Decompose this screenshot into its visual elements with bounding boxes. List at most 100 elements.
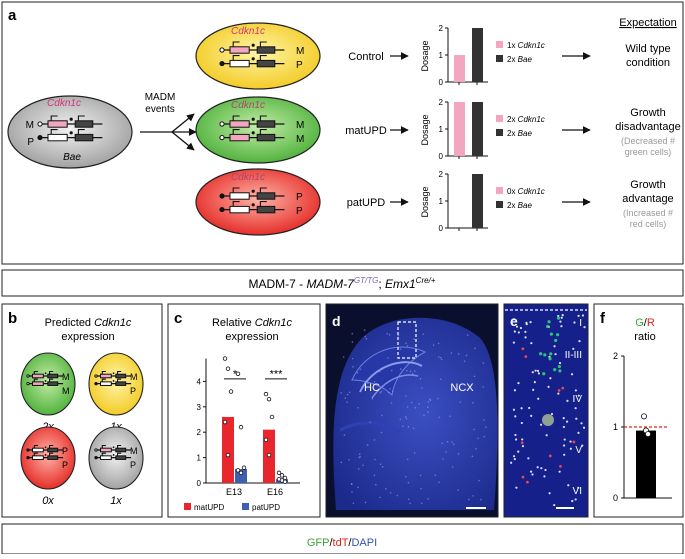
outcome-text: advantage <box>622 193 673 205</box>
legend-entry: 1x Cdkn1c <box>507 41 545 50</box>
predicted-dose: 0x <box>42 495 54 507</box>
panel-b-title-2: expression <box>61 331 114 343</box>
panel-e-label: e <box>510 313 518 329</box>
layer-label-II-III: II-III <box>565 350 582 361</box>
outcome-note: red cells) <box>630 219 667 229</box>
cortex-layers-image <box>505 309 587 509</box>
legend-swatch <box>496 129 503 136</box>
predicted-allele: P <box>130 386 136 396</box>
c-point <box>266 452 272 458</box>
cell-allele-2: P <box>296 60 303 71</box>
parent-gene-construct <box>37 115 103 142</box>
cell-gene-construct <box>219 41 285 68</box>
c-point <box>235 371 241 376</box>
layer-label-VI: VI <box>573 486 582 497</box>
c-point <box>238 470 244 476</box>
predicted-allele: P <box>62 460 68 470</box>
c-category-label: E13 <box>226 487 242 497</box>
layer-label-IV: IV <box>573 394 583 405</box>
panel-c-title-1: Relative Cdkn1c <box>212 317 293 329</box>
legend-entry: 2x Bae <box>507 129 532 138</box>
c-point <box>238 424 244 430</box>
c-y-tick-label: 0 <box>197 479 202 488</box>
outcome-text: disadvantage <box>615 121 680 133</box>
c-point <box>225 366 231 371</box>
parent-allele-p: P <box>27 137 34 148</box>
outcome-text: Growth <box>630 107 665 119</box>
c-y-tick-label: 2 <box>197 428 202 437</box>
cell-allele-1: M <box>296 120 304 131</box>
legend-swatch <box>496 201 503 208</box>
dosage-bar <box>454 55 465 82</box>
c-point <box>225 452 231 458</box>
dosage-axis-label: Dosage <box>420 114 430 145</box>
ncx-label: NCX <box>450 382 474 394</box>
layer-label-V: V <box>575 445 582 456</box>
c-sig-mark: * <box>233 369 238 381</box>
outcome-note: (Decreased # <box>621 136 675 146</box>
panel-a-label: a <box>8 7 17 24</box>
cell-gene-label: Cdkn1c <box>231 172 265 183</box>
cell-gene-label: Cdkn1c <box>231 26 265 37</box>
condition-label: Control <box>348 51 383 63</box>
panel-c-label: c <box>174 310 182 327</box>
dosage-tick-label: 2 <box>439 170 444 179</box>
condition-label: matUPD <box>345 125 387 137</box>
c-point <box>269 414 275 420</box>
c-bar-matUPD-E13 <box>222 416 234 483</box>
c-point <box>235 468 241 473</box>
f-y-tick-label: 1 <box>613 422 618 432</box>
c-sig-mark: *** <box>270 369 284 381</box>
f-ratio-bar <box>636 430 656 498</box>
madm-arrows <box>140 113 197 151</box>
cell-allele-2: P <box>296 206 303 217</box>
cell-control <box>195 22 321 90</box>
legend-entry: 2x Cdkn1c <box>507 115 545 124</box>
predicted-allele: P <box>130 460 136 470</box>
banner-frame <box>1 269 684 297</box>
predicted-cell: PP 0x <box>20 426 76 507</box>
c-point <box>228 389 234 394</box>
c-legend-swatch <box>184 503 191 510</box>
cell-allele-2: M <box>296 134 304 145</box>
genotype-banner: MADM-7 - MADM-7GT/TG; Emx1Cre/+ <box>249 276 436 291</box>
hc-label: HC <box>364 382 380 394</box>
expectation-header: Expectation <box>619 17 676 29</box>
madm-line-1: MADM <box>145 92 176 103</box>
outcome-note: (Increased # <box>623 208 673 218</box>
c-point <box>263 437 269 443</box>
f-y-tick-label: 2 <box>613 351 618 361</box>
c-point <box>241 465 247 470</box>
panel-c-title-2: expression <box>225 331 278 343</box>
panel-b-frame <box>1 303 163 518</box>
panel-f-label: f <box>600 310 606 327</box>
c-point <box>222 356 228 361</box>
cell-patupd <box>195 168 321 236</box>
panel-b-title-1: Predicted Cdkn1c <box>45 317 132 329</box>
c-category-label: E16 <box>267 487 283 497</box>
f-point <box>641 413 648 420</box>
c-legend-entry: patUPD <box>252 503 280 512</box>
condition-label: patUPD <box>347 197 386 209</box>
predicted-allele: M <box>62 372 70 382</box>
predicted-allele: P <box>62 446 68 456</box>
dosage-tick-label: 2 <box>439 98 444 107</box>
dosage-bar <box>472 28 483 82</box>
dosage-bar <box>454 102 465 156</box>
c-y-tick-label: 4 <box>197 377 202 386</box>
dosage-tick-label: 0 <box>439 78 444 87</box>
panel-f-frame <box>593 303 684 518</box>
cell-gene-construct <box>219 115 285 142</box>
dosage-axis-label: Dosage <box>420 186 430 217</box>
dosage-bar <box>472 174 483 228</box>
predicted-allele: M <box>62 386 70 396</box>
madm-line-2: events <box>145 104 174 115</box>
predicted-allele: M <box>130 372 138 382</box>
stain-legend: GFP/tdT/DAPI <box>307 537 377 549</box>
legend-entry: 0x Cdkn1c <box>507 187 545 196</box>
cell-gene-label: Cdkn1c <box>231 100 265 111</box>
